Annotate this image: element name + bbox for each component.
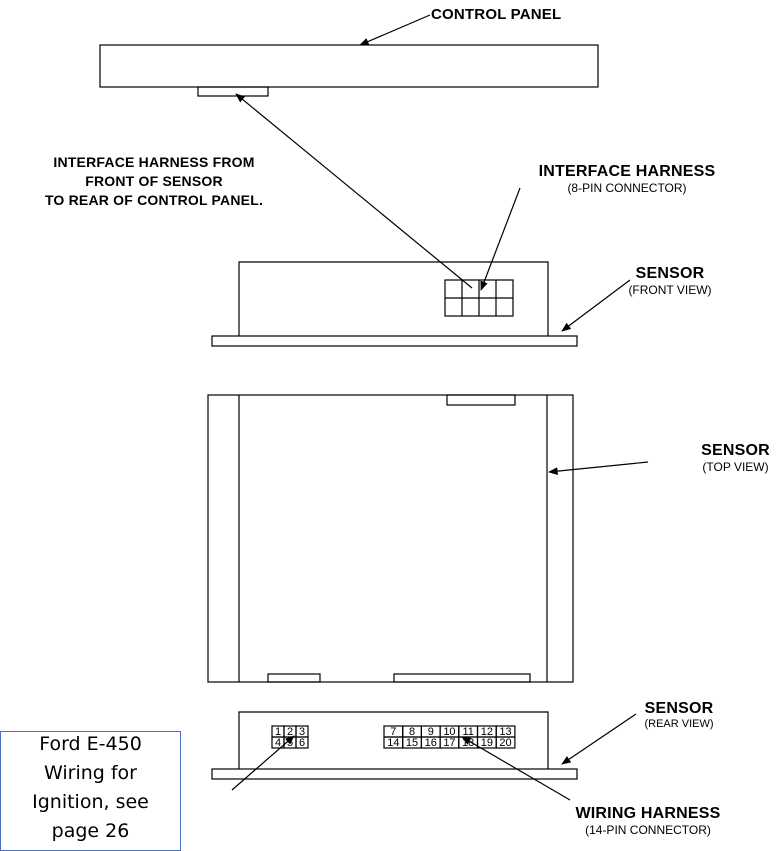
wiring-harness-title: WIRING HARNESS — [575, 805, 721, 822]
sensor-front-leader — [561, 279, 631, 332]
wiring-pin-10: 10 — [443, 726, 455, 738]
wiring-pin-15: 15 — [406, 737, 418, 749]
wiring-harness-subtitle: (14-PIN CONNECTOR) — [585, 823, 711, 837]
control-panel-leader — [359, 14, 431, 46]
sensor-rear-leader — [561, 713, 637, 765]
sensor-rear-label: SENSOR (REAR VIEW) — [636, 700, 722, 730]
wiring-pin-13: 13 — [499, 726, 511, 738]
control-panel-connector — [197, 86, 269, 97]
pigtail-pin-3: 3 — [299, 726, 305, 738]
wiring-harness-label: WIRING HARNESS (14-PIN CONNECTOR) — [548, 805, 748, 837]
wiring-pin-11: 11 — [462, 726, 473, 738]
interface-note-line-2: FRONT OF SENSOR — [85, 173, 223, 189]
interface-8pin-connector — [444, 279, 514, 317]
interface-note: INTERFACE HARNESS FROM FRONT OF SENSOR T… — [4, 153, 304, 210]
sensor-top-subtitle: (TOP VIEW) — [702, 460, 769, 474]
control-panel-label: CONTROL PANEL — [431, 6, 562, 23]
note-line-2: Wiring for — [43, 762, 137, 784]
wiring-harness-leader — [461, 736, 571, 801]
wiring-pin-19: 19 — [481, 737, 493, 749]
wiring-pin-14: 14 — [387, 737, 399, 749]
note-box: Ford E-450 Wiring for Ignition, see page… — [0, 731, 181, 851]
interface-harness-label: INTERFACE HARNESS (8-PIN CONNECTOR) — [519, 163, 735, 195]
sensor-top-view — [207, 394, 574, 683]
sensor-top-title: SENSOR — [701, 442, 770, 459]
interface-harness-title: INTERFACE HARNESS — [538, 163, 716, 180]
sensor-front-label: SENSOR (FRONT VIEW) — [622, 265, 718, 297]
pigtail-pin-6: 6 — [299, 737, 305, 749]
sensor-top-label: SENSOR (TOP VIEW) — [693, 442, 778, 474]
note-line-3: Ignition, see — [32, 791, 149, 813]
note-line-4: page 26 — [51, 820, 130, 842]
pigtail-pin-1: 1 — [275, 726, 281, 738]
wiring-pin-9: 9 — [428, 726, 434, 738]
wiring-pin-17: 17 — [443, 737, 455, 749]
pigtail-pin-4: 4 — [275, 737, 281, 749]
wiring-pin-16: 16 — [425, 737, 437, 749]
note-line-1: Ford E-450 — [39, 733, 142, 755]
pigtail-leader — [231, 735, 295, 791]
sensor-rear-view — [211, 711, 578, 780]
sensor-front-subtitle: (FRONT VIEW) — [628, 283, 712, 297]
interface-harness-subtitle: (8-PIN CONNECTOR) — [567, 181, 687, 195]
interface-note-line-1: INTERFACE HARNESS FROM — [53, 154, 255, 170]
control-panel — [99, 44, 599, 88]
sensor-top-leader — [548, 461, 649, 475]
wiring-pin-8: 8 — [409, 726, 415, 738]
wiring-pin-20: 20 — [499, 737, 511, 749]
sensor-front-title: SENSOR — [635, 265, 705, 282]
interface-harness-leader — [480, 187, 521, 291]
pigtail-pin-2: 2 — [287, 726, 293, 738]
sensor-rear-subtitle: (REAR VIEW) — [644, 718, 714, 730]
wiring-pin-cell — [495, 736, 516, 749]
sensor-rear-title: SENSOR — [644, 700, 714, 717]
wiring-pin-12: 12 — [481, 726, 493, 738]
sensor-front-view — [211, 261, 578, 347]
interface-note-leader — [235, 93, 473, 289]
interface-note-line-3: TO REAR OF CONTROL PANEL. — [44, 192, 264, 208]
pigtail-pin-cell — [295, 736, 309, 749]
wiring-pin-7: 7 — [390, 726, 396, 738]
